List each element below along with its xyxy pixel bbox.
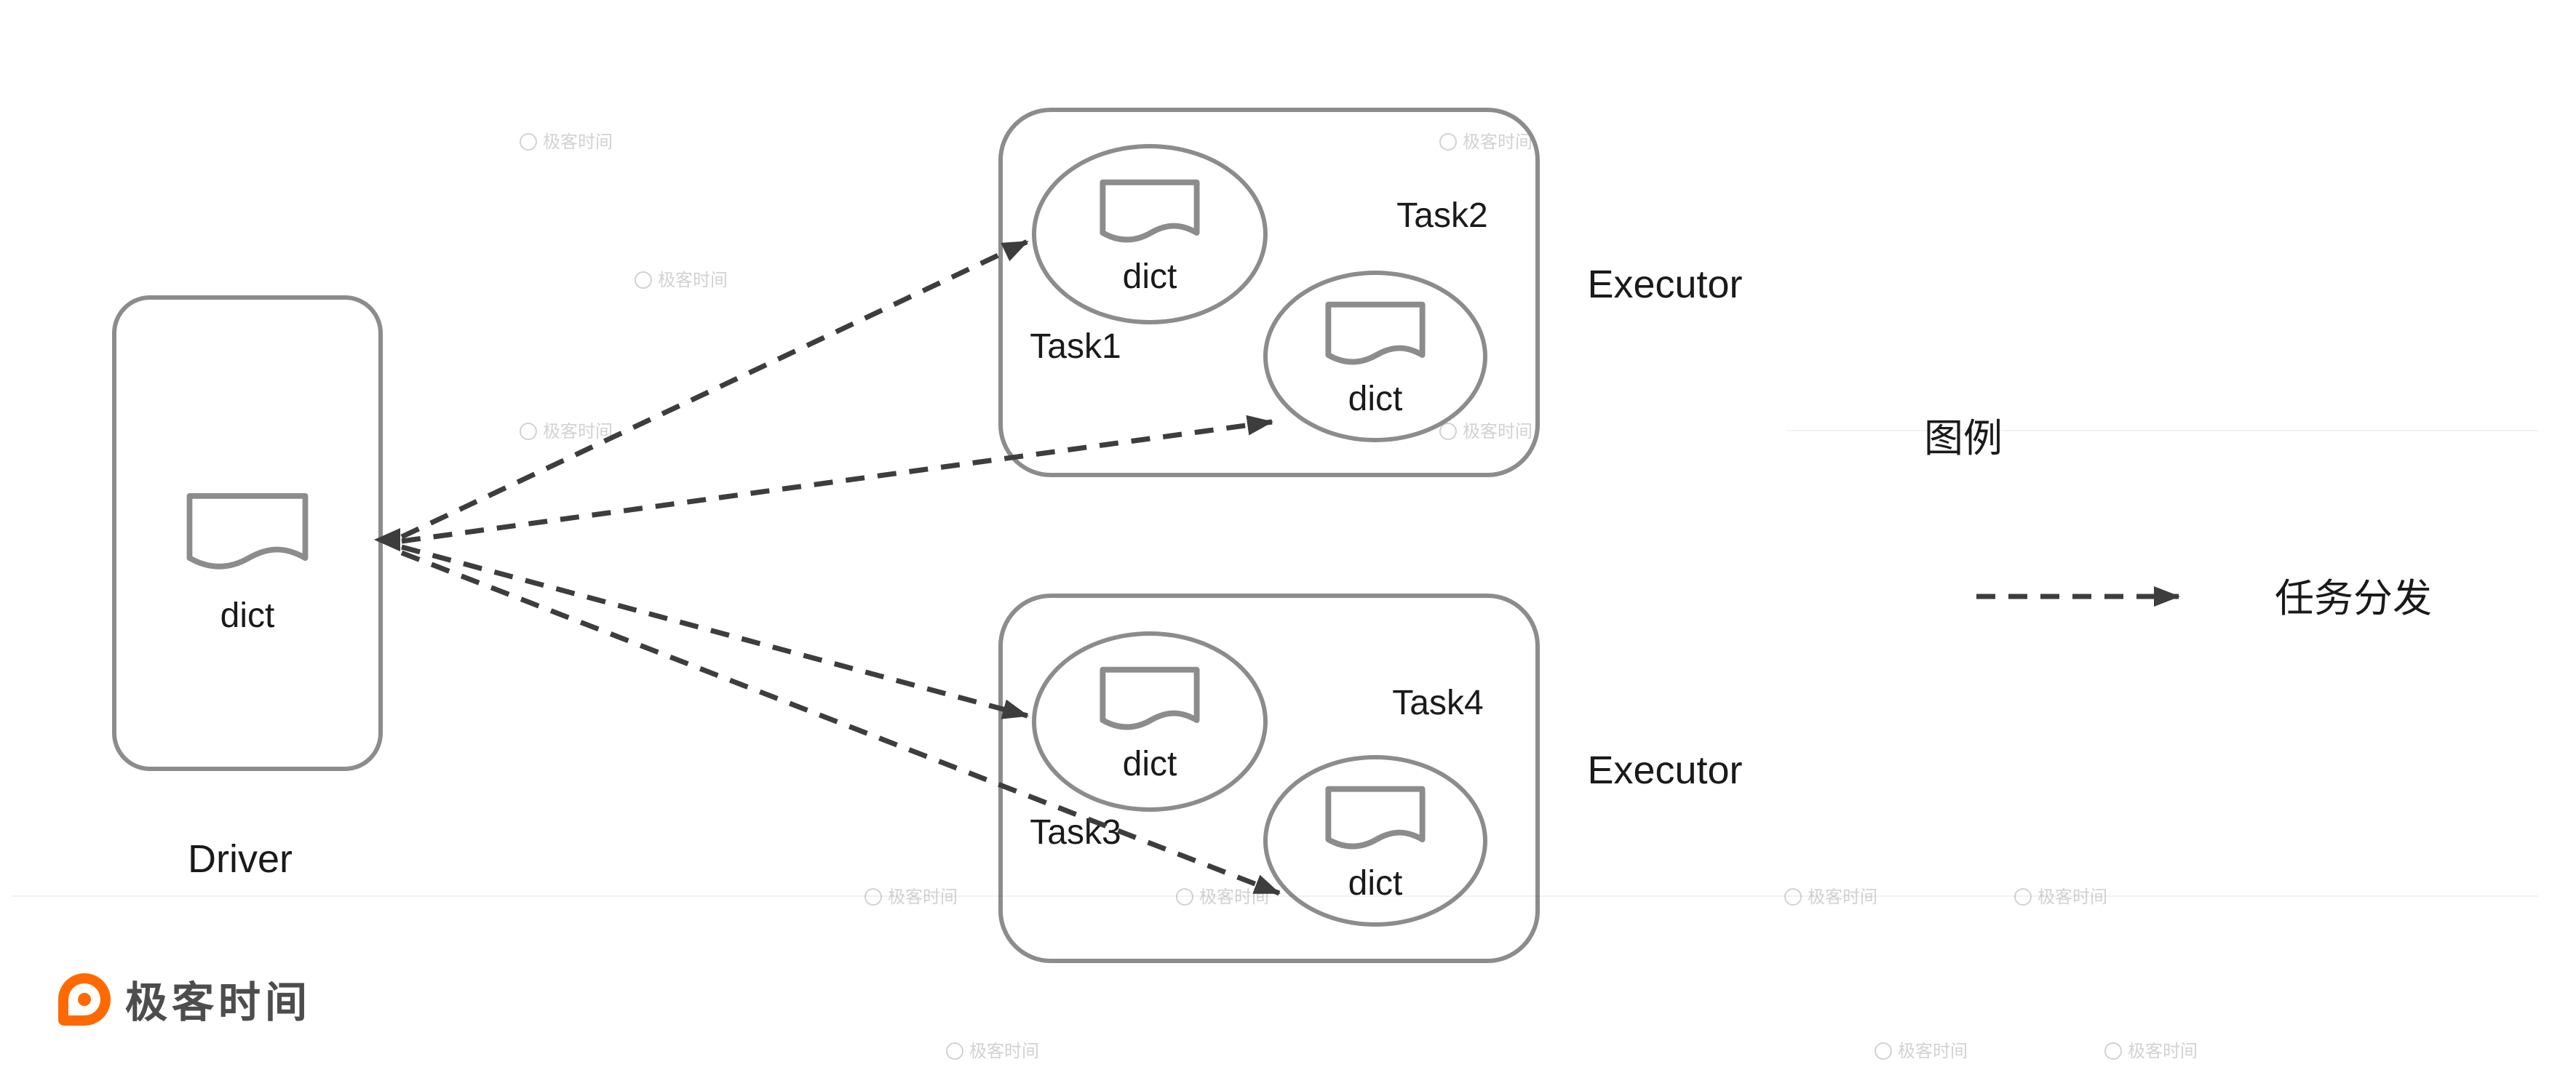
watermark-text: 极客时间	[1807, 887, 1878, 907]
watermark-text: 极客时间	[2037, 887, 2108, 907]
watermark: 极客时间	[945, 1038, 1040, 1063]
task2-dict-ellipse: dict	[1263, 271, 1487, 442]
geektime-watermark-icon	[2104, 1042, 2122, 1059]
driver-box: dict	[112, 295, 383, 771]
task3-label: Task3	[1030, 813, 1121, 853]
watermark-text: 极客时间	[542, 421, 613, 442]
geektime-watermark-icon	[2014, 887, 2032, 905]
watermark-text: 极客时间	[657, 270, 728, 290]
geektime-watermark-icon	[945, 1042, 963, 1059]
document-icon	[186, 492, 309, 569]
task1-dict-label: dict	[1122, 257, 1177, 297]
driver-label: Driver	[188, 837, 293, 881]
task4-dict-label: dict	[1348, 864, 1403, 903]
document-icon	[1325, 786, 1426, 850]
geektime-watermark-icon	[1439, 422, 1457, 439]
geektime-logo-text: 极客时间	[125, 981, 312, 1027]
task3-dict-label: dict	[1122, 745, 1177, 784]
task2-label: Task2	[1396, 196, 1488, 236]
legend-title: 图例	[1924, 417, 2003, 460]
task1-label: Task1	[1030, 327, 1121, 367]
watermark-text: 极客时间	[542, 132, 613, 152]
watermark: 极客时间	[519, 418, 613, 443]
geektime-logo: 极客时间	[58, 969, 311, 1030]
driver-dict-label: dict	[220, 596, 275, 635]
legend-item-label: 任务分发	[2275, 577, 2432, 620]
watermark: 极客时间	[1784, 884, 1877, 909]
arrow-driver-to-task3-dict	[401, 544, 1029, 719]
document-icon	[1100, 179, 1200, 243]
geektime-watermark-icon	[1784, 887, 1802, 905]
watermark: 极客时间	[634, 267, 728, 292]
task4-dict-ellipse: dict	[1263, 755, 1487, 927]
geektime-watermark-icon	[519, 422, 537, 439]
task3-dict-ellipse: dict	[1032, 631, 1268, 812]
document-icon	[1325, 301, 1426, 365]
executor-label-2: Executor	[1587, 748, 1743, 792]
watermark-text: 极客时间	[887, 887, 958, 907]
watermark-text: 极客时间	[2127, 1041, 2198, 1061]
document-icon	[1100, 666, 1200, 730]
watermark-text: 极客时间	[969, 1041, 1040, 1061]
watermark: 极客时间	[2014, 884, 2107, 909]
watermark: 极客时间	[519, 129, 613, 153]
geektime-logo-icon	[58, 973, 111, 1026]
task2-dict-label: dict	[1348, 380, 1403, 419]
geektime-watermark-icon	[1874, 1042, 1892, 1059]
watermark: 极客时间	[1874, 1038, 1968, 1063]
geektime-watermark-icon	[519, 132, 537, 150]
executor-label-1: Executor	[1587, 263, 1743, 306]
task1-dict-ellipse: dict	[1032, 144, 1268, 324]
watermark: 极客时间	[2104, 1038, 2198, 1063]
geektime-watermark-icon	[634, 271, 652, 288]
watermark-text: 极客时间	[1897, 1041, 1968, 1061]
watermark: 极客时间	[864, 884, 958, 909]
geektime-watermark-icon	[1439, 132, 1457, 150]
task4-label: Task4	[1392, 684, 1484, 723]
geektime-watermark-icon	[864, 887, 882, 905]
